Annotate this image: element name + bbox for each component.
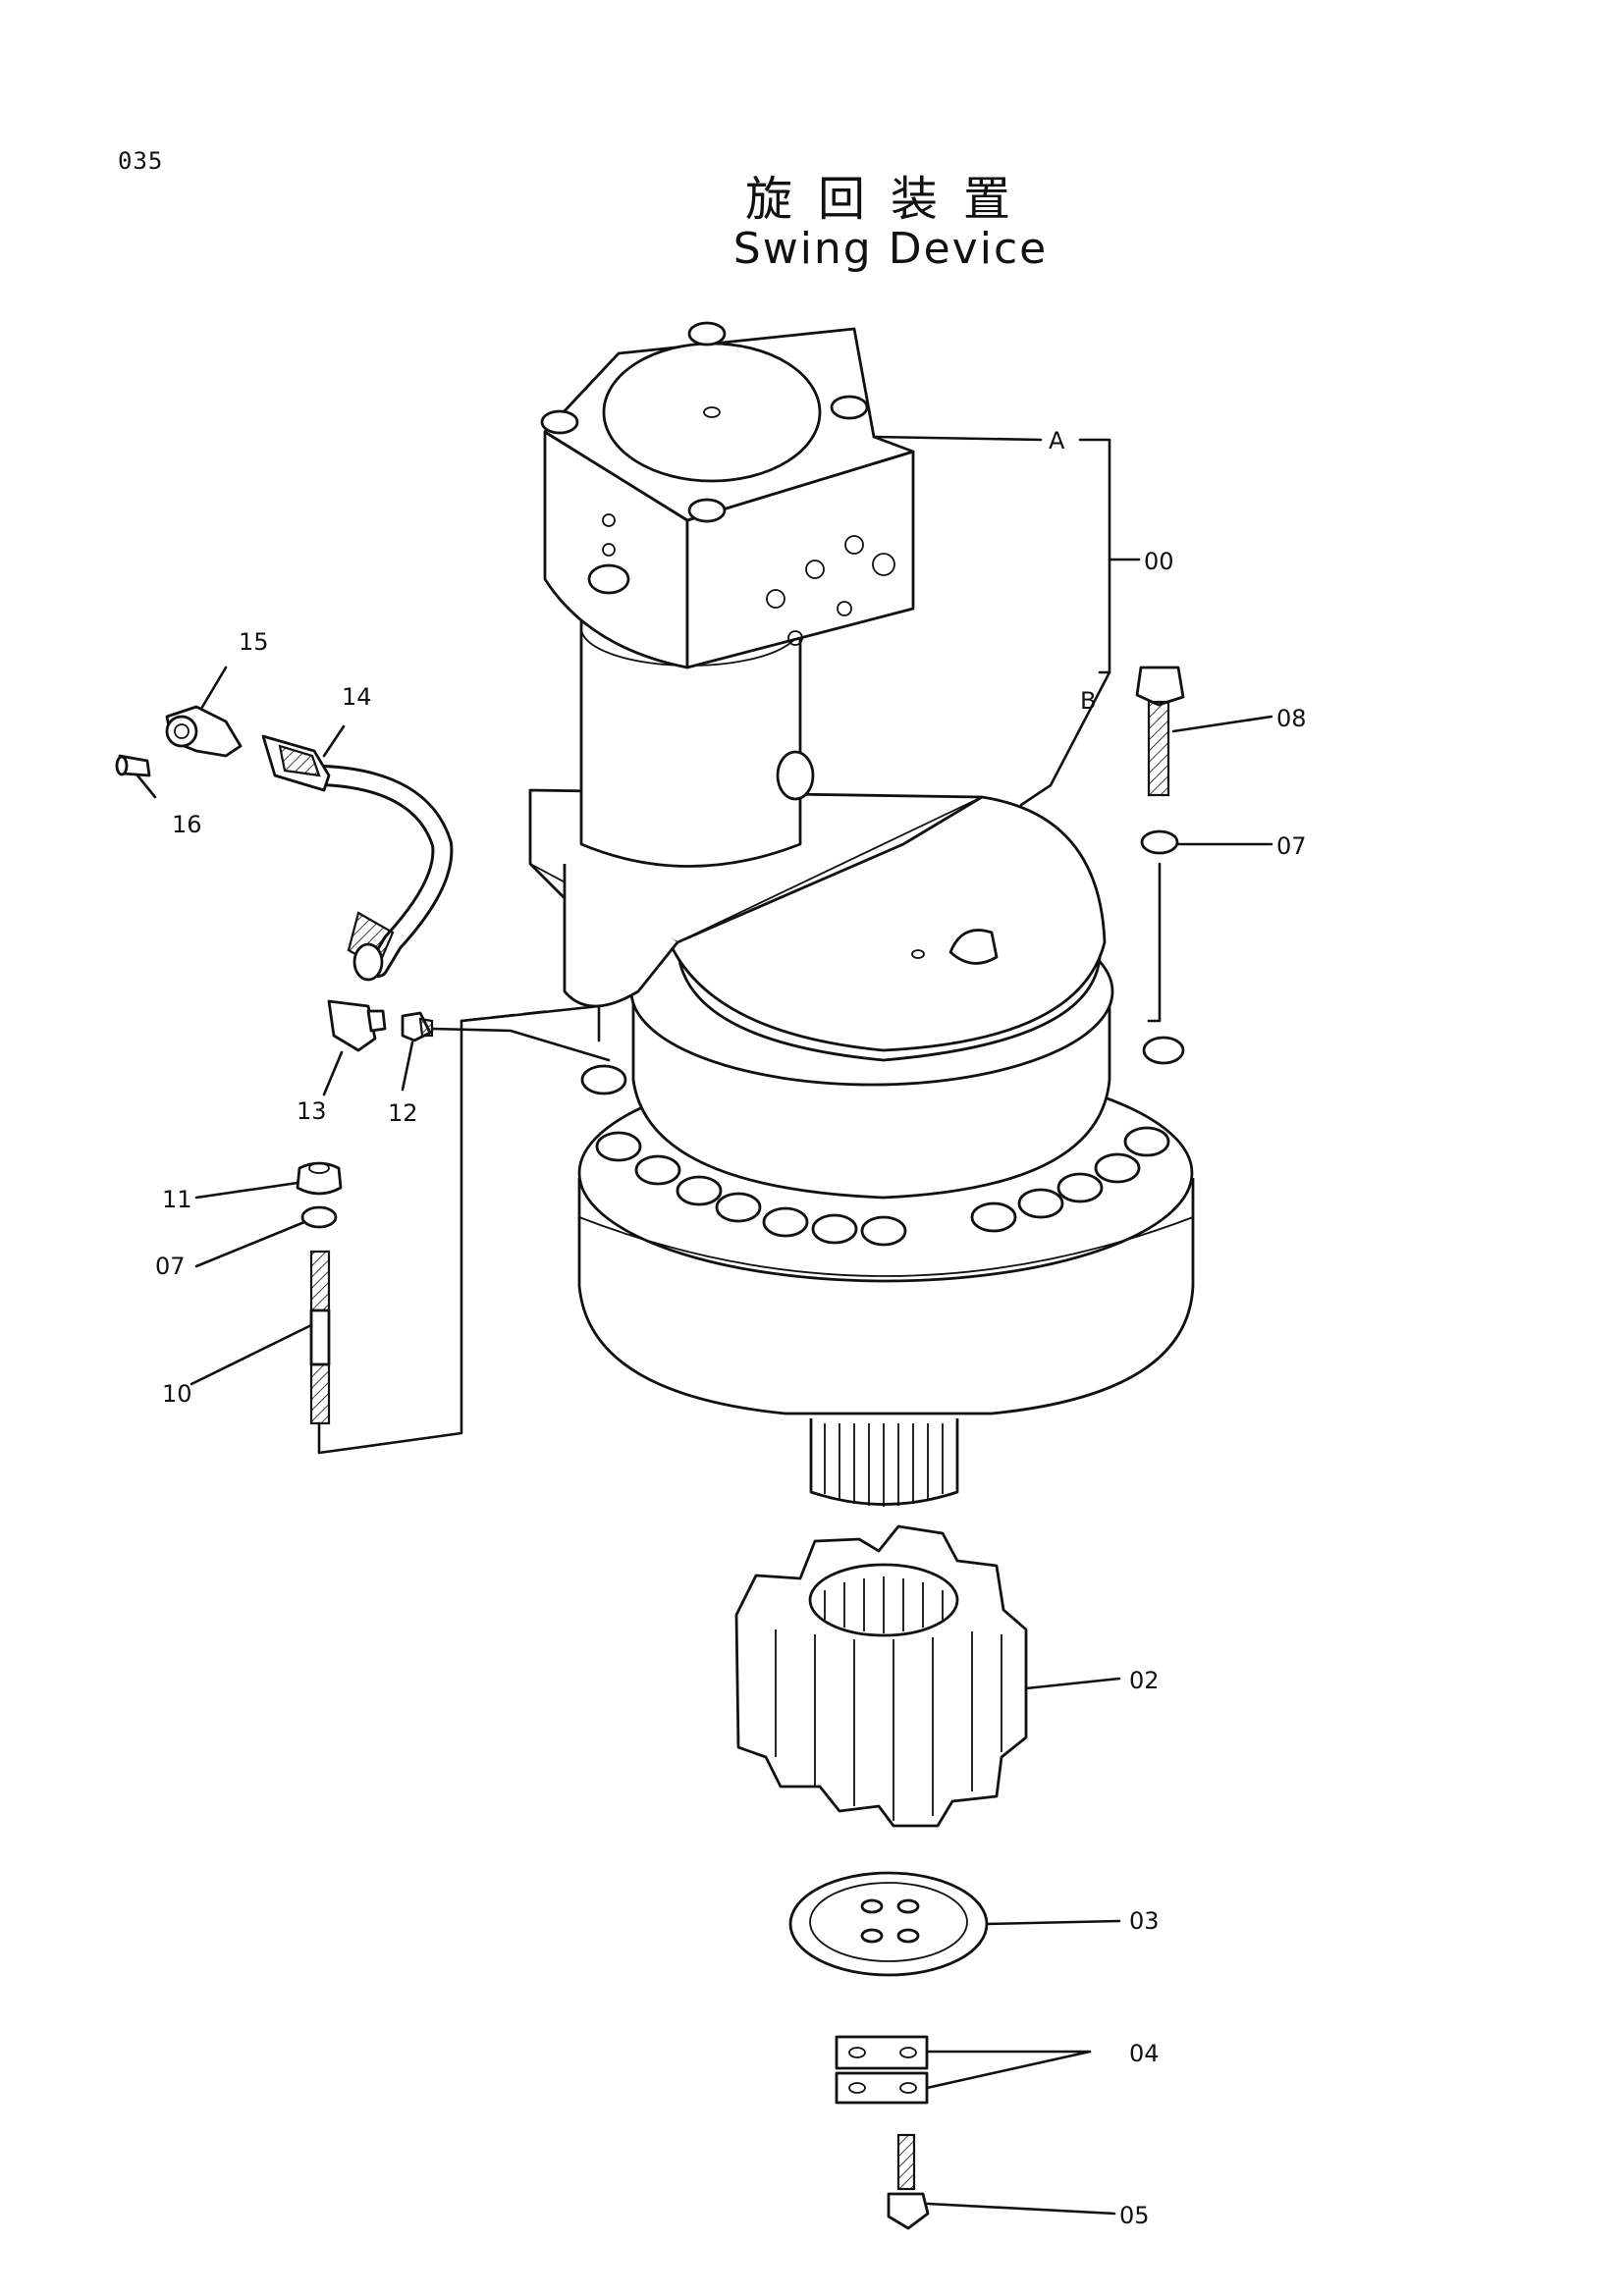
hose-14 — [261, 734, 454, 982]
washer-07-left — [300, 1205, 338, 1229]
callout-14: 14 — [342, 683, 372, 711]
washer-07-right — [1140, 829, 1179, 855]
callout-A: A — [1049, 427, 1065, 454]
title-english: Swing Device — [732, 224, 1049, 274]
cover-plate — [788, 1871, 989, 1977]
callout-15: 15 — [239, 628, 269, 656]
nipple-16 — [115, 754, 151, 777]
callout-11: 11 — [162, 1186, 192, 1213]
nut-11 — [296, 1161, 343, 1196]
callout-labels: A B 00 08 07 15 14 16 13 12 11 07 10 02 … — [155, 427, 1307, 2229]
leader-lines — [135, 435, 1273, 2216]
stud-10-dash — [460, 1009, 552, 1023]
title-japanese: 旋回装置 — [744, 172, 1036, 227]
bolt-ring — [580, 1036, 1185, 1247]
callout-05: 05 — [1119, 2202, 1150, 2229]
stud-10 — [309, 1250, 331, 1425]
callout-08: 08 — [1276, 705, 1307, 732]
callout-07-right: 07 — [1276, 832, 1307, 860]
callout-16: 16 — [172, 811, 202, 838]
callout-02: 02 — [1129, 1667, 1160, 1694]
elbow-fitting-13 — [327, 999, 387, 1052]
lock-plates — [835, 2035, 929, 2105]
elbow-15 — [165, 705, 243, 758]
page-number: 035 — [118, 147, 164, 175]
plug-12 — [401, 1011, 434, 1042]
callout-04: 04 — [1129, 2040, 1160, 2067]
callout-07-left: 07 — [155, 1253, 186, 1280]
plug-12-install-line — [430, 1027, 611, 1062]
bolt-08-install-line — [1147, 862, 1162, 1023]
callout-12: 12 — [388, 1099, 418, 1127]
callout-03: 03 — [1129, 1907, 1160, 1935]
callout-B: B — [1080, 687, 1096, 715]
callout-13: 13 — [297, 1097, 327, 1125]
bolt-08 — [1135, 666, 1185, 797]
callout-00: 00 — [1144, 548, 1174, 575]
cap-bolt-05 — [887, 2133, 930, 2230]
callout-10: 10 — [162, 1380, 192, 1408]
swing-motor-assembly — [528, 321, 1195, 1507]
stud-10-install-line — [317, 1004, 601, 1455]
pinion-gear — [734, 1524, 1028, 1828]
